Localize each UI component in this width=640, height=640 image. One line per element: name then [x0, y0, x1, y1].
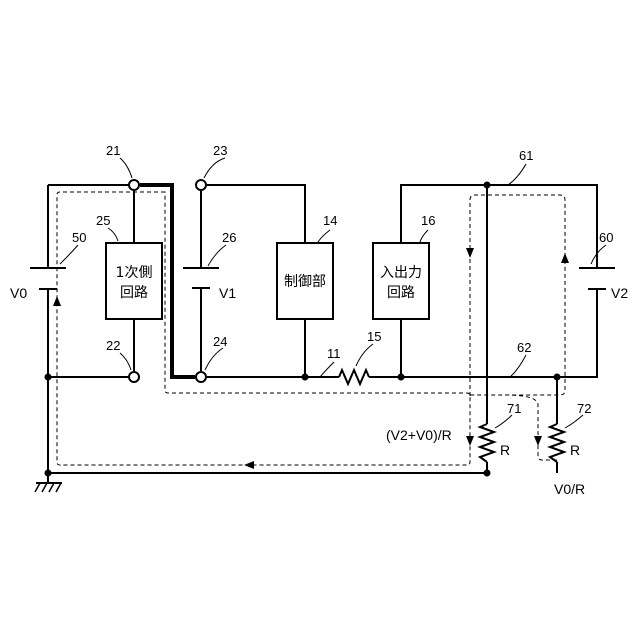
- ref-22: 22: [106, 338, 120, 353]
- primary-circuit-label-2: 回路: [120, 285, 148, 301]
- resistor-71-icon: [480, 424, 494, 462]
- primary-circuit-block: [106, 243, 162, 319]
- ref-14: 14: [323, 213, 337, 228]
- ref-25: 25: [96, 213, 110, 228]
- ref-50: 50: [72, 230, 86, 245]
- arrow-down-icon: [534, 436, 542, 446]
- ref-11: 11: [327, 346, 341, 361]
- ref-71: 71: [507, 401, 521, 416]
- battery-v0: [30, 268, 66, 289]
- ref-62: 62: [517, 340, 531, 355]
- io-circuit-block: [373, 243, 429, 319]
- label-current-b: V0/R: [554, 481, 585, 497]
- terminal-21: [129, 180, 139, 190]
- arrow-down-icon: [466, 436, 474, 446]
- ref-61: 61: [519, 148, 533, 163]
- terminal-24: [196, 372, 206, 382]
- label-current-a: (V2+V0)/R: [386, 427, 452, 443]
- arrow-down-icon: [466, 248, 474, 258]
- io-circuit-label-2: 回路: [387, 285, 415, 301]
- ref-60: 60: [599, 230, 613, 245]
- ref-16: 16: [421, 213, 435, 228]
- ground-icon: [35, 473, 62, 492]
- wiring: [48, 185, 597, 473]
- control-unit-label: 制御部: [284, 274, 326, 290]
- ref-15: 15: [367, 329, 381, 344]
- label-v2: V2: [611, 285, 628, 301]
- ref-24: 24: [213, 334, 227, 349]
- arrow-left-icon: [244, 461, 254, 469]
- battery-v2: [579, 268, 615, 289]
- battery-v1: [183, 268, 219, 288]
- io-circuit-label-1: 入出力: [380, 265, 422, 281]
- terminal-22: [129, 372, 139, 382]
- primary-circuit-label-1: 1次側: [116, 265, 153, 281]
- ref-23: 23: [213, 143, 227, 158]
- resistor-72-icon: [550, 424, 564, 462]
- arrow-up-icon: [561, 253, 569, 263]
- label-r71: R: [500, 442, 510, 458]
- label-r72: R: [570, 442, 580, 458]
- ref-72: 72: [577, 401, 591, 416]
- resistor-15-icon: [339, 370, 369, 384]
- label-v1: V1: [219, 285, 236, 301]
- arrow-up-icon: [53, 296, 61, 306]
- ref-26: 26: [222, 230, 236, 245]
- label-v0: V0: [10, 285, 27, 301]
- terminal-23: [196, 180, 206, 190]
- ref-21: 21: [106, 143, 120, 158]
- junction-dots: [45, 182, 561, 477]
